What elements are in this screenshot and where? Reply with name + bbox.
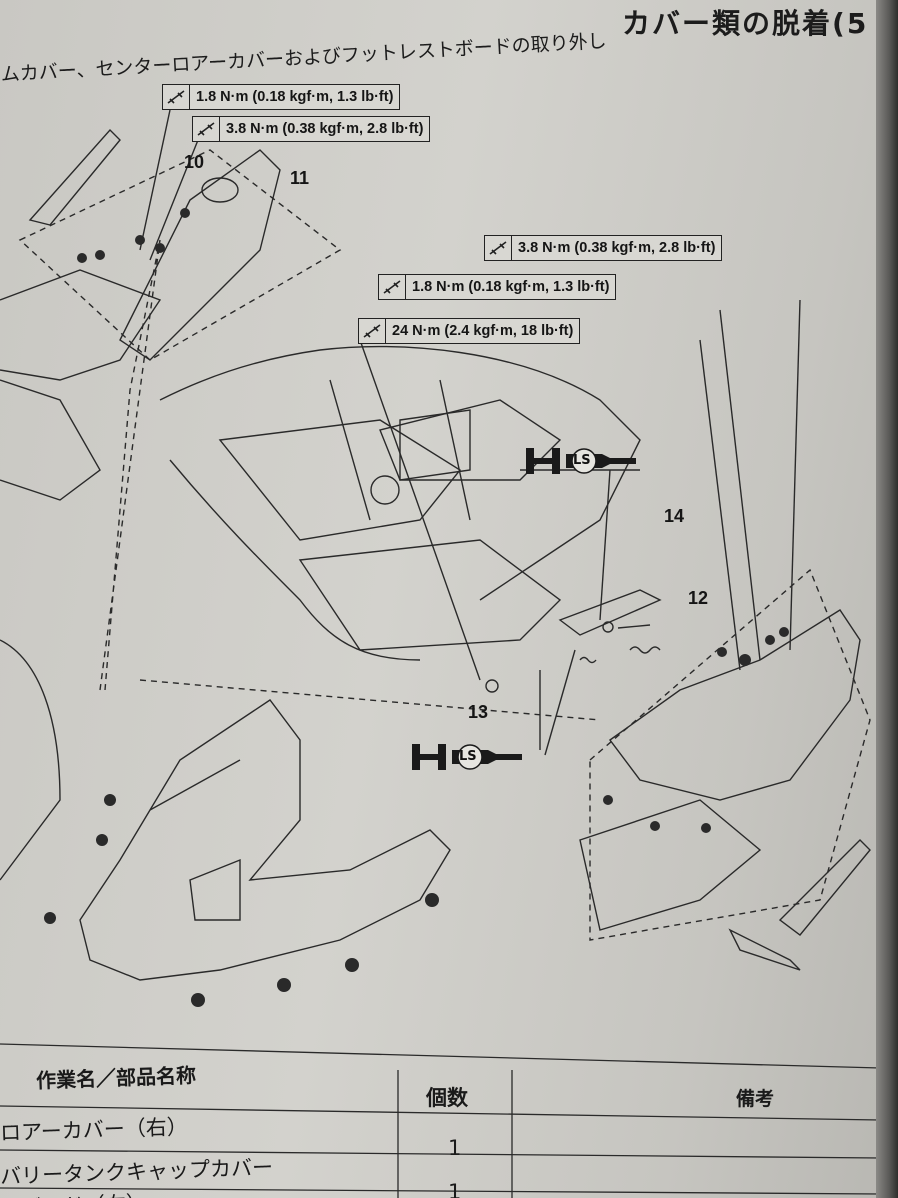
table-grid bbox=[0, 1043, 880, 1198]
grease-symbol-lower: LS bbox=[412, 742, 522, 772]
torque-spec-1-8-right: 1.8 N·m (0.18 kgf·m, 1.3 lb·ft) bbox=[378, 274, 617, 300]
torque-wrench-icon bbox=[193, 117, 220, 141]
grease-symbol-upper: LS bbox=[526, 446, 636, 476]
grease-label-lower: LS bbox=[459, 749, 477, 764]
torque-wrench-icon bbox=[163, 85, 190, 109]
parts-table: 作業名／部品名称 個数 備考 ロアーカバー（右） バリータンクキャップカバー ト… bbox=[0, 1040, 880, 1198]
right-dashed-region bbox=[589, 568, 871, 941]
callout-12: 12 bbox=[688, 588, 709, 608]
table-row-qty: 1 bbox=[448, 1136, 462, 1160]
table-header-note: 備考 bbox=[736, 1088, 775, 1110]
right-side-cover bbox=[609, 609, 861, 801]
torque-wrench-icon bbox=[485, 236, 512, 260]
torque-wrench-icon bbox=[379, 275, 406, 299]
bracket-part bbox=[119, 149, 281, 361]
callout-11: 11 bbox=[290, 168, 310, 188]
center-lower-cover bbox=[79, 699, 451, 981]
cap-part-10 bbox=[201, 177, 239, 203]
page-edge-shadow bbox=[876, 0, 898, 1198]
spring-12 bbox=[629, 646, 661, 654]
torque-spec-3-8-right: 3.8 N·m (0.38 kgf·m, 2.8 lb·ft) bbox=[484, 235, 723, 261]
manual-page: カバー類の脱着(5 ムカバー、センターロアーカバーおよびフットレストボードの取り… bbox=[0, 0, 880, 1198]
torque-wrench-icon bbox=[359, 319, 386, 343]
callout-13: 13 bbox=[468, 702, 489, 722]
filler-cap bbox=[370, 475, 400, 505]
callout-10: 10 bbox=[184, 152, 205, 172]
table-header-work: 作業名／部品名称 bbox=[35, 1063, 197, 1093]
table-row-qty: 1 bbox=[448, 1180, 462, 1198]
page-title: カバー類の脱着(5 bbox=[622, 7, 869, 40]
upper-left-dashed-region bbox=[18, 149, 342, 361]
bolt-13 bbox=[485, 679, 499, 693]
callout-14: 14 bbox=[664, 506, 685, 526]
exploded-view-illustration bbox=[0, 109, 871, 1007]
table-header-qty: 個数 bbox=[426, 1086, 468, 1110]
torque-spec-24: 24 N·m (2.4 kgf·m, 18 lb·ft) bbox=[358, 318, 581, 344]
fastener-set bbox=[44, 208, 789, 1007]
footrest-14 bbox=[558, 589, 662, 636]
torque-spec-1-8-upper: 1.8 N·m (0.18 kgf·m, 1.3 lb·ft) bbox=[162, 84, 401, 110]
grease-label-upper: LS bbox=[573, 453, 591, 468]
side-cover-left bbox=[0, 269, 162, 381]
frame-part bbox=[298, 539, 562, 651]
right-lower-cover bbox=[579, 799, 762, 931]
torque-spec-3-8-upper: 3.8 N·m (0.38 kgf·m, 2.8 lb·ft) bbox=[192, 116, 431, 142]
